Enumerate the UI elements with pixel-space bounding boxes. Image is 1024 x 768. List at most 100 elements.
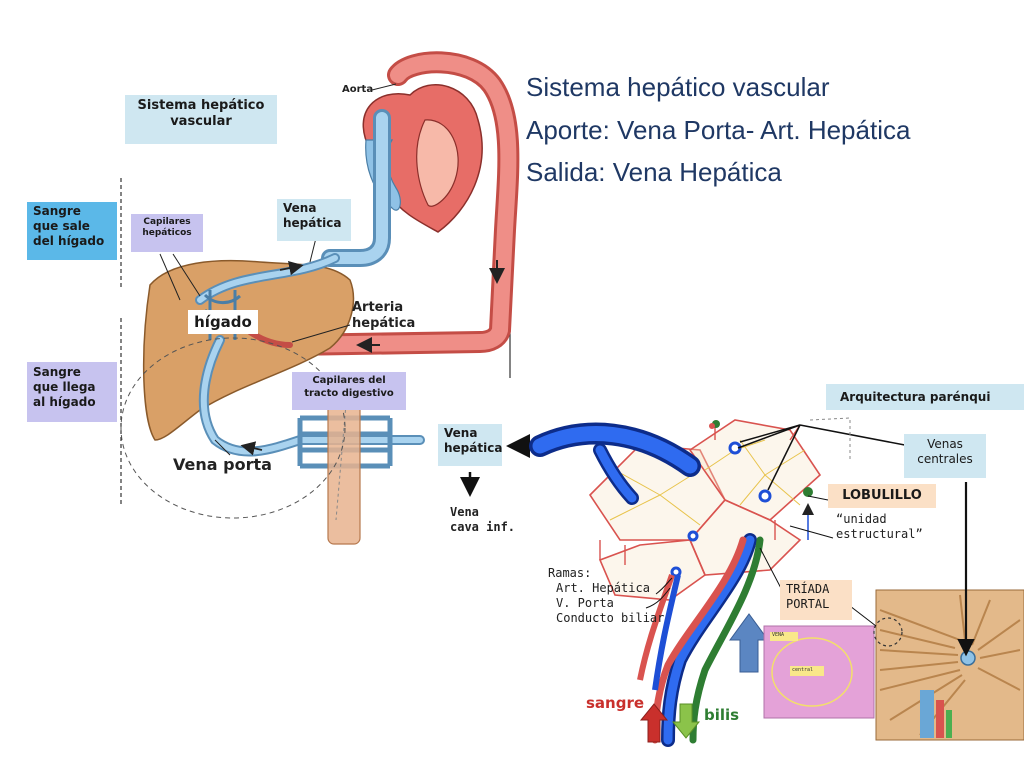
micrograph-label-box [790, 666, 824, 676]
hepatic-vein-box: Vena hepática [277, 199, 351, 241]
lobule-pointer [807, 495, 829, 501]
blood-up-arrow [639, 703, 669, 743]
triad-tissue-pointer [849, 605, 877, 627]
bile-label: bilis [704, 706, 740, 724]
hepatic-vein-branch-inner [595, 445, 637, 503]
aorta-pointer [371, 83, 397, 91]
branch-bile-duct: Conducto biliar [556, 611, 665, 625]
dig-caps-line-2: tracto digestivo [304, 387, 394, 399]
liver [142, 259, 355, 441]
branches-list: Ramas: Art. Hepática V. Porta Conducto b… [548, 566, 664, 626]
blood-in-box: Sangre que llega al hígado [27, 362, 117, 422]
title-line-1: Sistema hepático vascular [526, 72, 830, 102]
up-arrow-blue [729, 613, 769, 673]
tissue-vessel-green [946, 710, 952, 738]
triad-line-1: TRÍADA [786, 582, 830, 596]
architecture-title-box: Arquitectura parénqui [826, 384, 1024, 410]
title-line-3: Salida: Vena Hepática [526, 157, 782, 187]
portal-branch-blue-inner [663, 535, 755, 745]
hep-caps-line-1: Capilares [143, 217, 191, 227]
lobule-desc-line-1: “unidad [836, 512, 887, 526]
portal-triad-box: TRÍADA PORTAL [780, 580, 852, 620]
central-vein-rings [670, 441, 772, 578]
central-veins-box: Venas centrales [904, 434, 986, 478]
tissue-vessel-blue [920, 690, 934, 738]
lobule-desc-pointer [789, 525, 834, 539]
blood-out-line-2: que sale [33, 219, 90, 233]
artery-pointer [291, 324, 351, 343]
tissue-vessel-red [936, 700, 944, 738]
large-hepatic-vein-inner [532, 426, 698, 474]
hepatic-vein-box-right: Vena hepática [438, 424, 502, 466]
blood-out-line-3: del hígado [33, 234, 105, 248]
artery-line-1: Arteria [352, 300, 404, 315]
vh-right-line-2: hepática [444, 441, 503, 455]
branch-portal: V. Porta [556, 596, 614, 610]
micrograph-label-2: central [792, 667, 814, 673]
triad-dot-green-2 [803, 487, 813, 497]
artery-branch-2 [637, 574, 675, 681]
central-veins-pointers [737, 424, 911, 491]
title-line-2: Aporte: Vena Porta- Art. Hepática [526, 115, 911, 145]
blood-in-line-3: al hígado [33, 395, 96, 409]
ramas-pointer-1 [655, 577, 673, 595]
artery-label: Arteria hepática [352, 300, 415, 333]
micrograph-label-box-2 [770, 632, 798, 641]
liver-label: hígado [188, 310, 258, 334]
vena-cava-inner [324, 112, 388, 264]
portal-vein-arrow [240, 441, 263, 456]
central-line-2: centrales [917, 452, 973, 466]
hep-vein-line-2: hepática [283, 216, 342, 230]
hep-vein-line-1: Vena [283, 201, 317, 215]
title-box-line-1: Sistema hepático [137, 98, 265, 113]
lobule-desc-line-2: estructural” [836, 527, 923, 541]
blood-label: sangre [586, 694, 645, 712]
vci-line-2: cava inf. [450, 520, 516, 534]
hep-caps-line-2: hepáticos [142, 228, 192, 239]
vci-line-1: Vena [450, 505, 479, 519]
dig-caps-line-1: Capilares del [312, 375, 386, 386]
vena-cava-label: Vena cava inf. [450, 505, 515, 535]
micrograph-lobule-outline [771, 637, 853, 707]
vh-right-line-1: Vena [444, 426, 478, 440]
aorta-vessel-inner [282, 54, 517, 353]
branch-artery: Art. Hepática [556, 581, 650, 595]
digestive-dashed-line [335, 403, 347, 521]
branches-title: Ramas: [548, 566, 592, 580]
portal-vein-label: Vena porta [173, 455, 272, 474]
lobule-box: LOBULILLO [828, 484, 936, 508]
bile-down-arrow [671, 703, 701, 739]
hep-vein-pointer [309, 237, 317, 263]
dashed-connector [809, 417, 851, 460]
hepatic-capillaries-box: Capilares hepáticos [131, 214, 203, 252]
artery-line-2: hepática [352, 316, 416, 332]
lobule-description: “unidad estructural” [836, 512, 923, 542]
blood-in-line-2: que llega [33, 380, 96, 394]
hep-caps-pointer [172, 253, 201, 297]
central-line-1: Venas [927, 437, 963, 451]
hep-caps-pointer-2 [159, 253, 181, 301]
tissue-cords [879, 594, 1021, 736]
tissue-triad-circle [873, 617, 903, 647]
blood-out-line-1: Sangre [33, 204, 81, 218]
triad-dot-red [709, 423, 715, 429]
ramas-pointer-2 [645, 587, 671, 609]
portal-pointer [214, 439, 231, 456]
digestive-capillaries-box: Capilares del tracto digestivo [292, 372, 406, 410]
micrograph-label-1: VENA [772, 632, 785, 638]
blood-out-box: Sangre que sale del hígado [27, 202, 117, 260]
title-box-line-2: vascular [170, 114, 232, 130]
hepatic-vein-arrow [279, 261, 304, 276]
portal-system-ellipse [120, 337, 346, 519]
triad-line-2: PORTAL [786, 597, 830, 611]
title-box: Sistema hepático vascular [125, 95, 277, 144]
heart-ventricle [416, 119, 459, 207]
bile-duct-branch [689, 536, 764, 744]
hepatic-vein-inner [197, 255, 338, 303]
blood-in-line-1: Sangre [33, 365, 81, 379]
portal-branch-2 [652, 574, 681, 691]
aorta-label: Aorta [342, 84, 374, 95]
tissue-central-vein [960, 650, 976, 666]
